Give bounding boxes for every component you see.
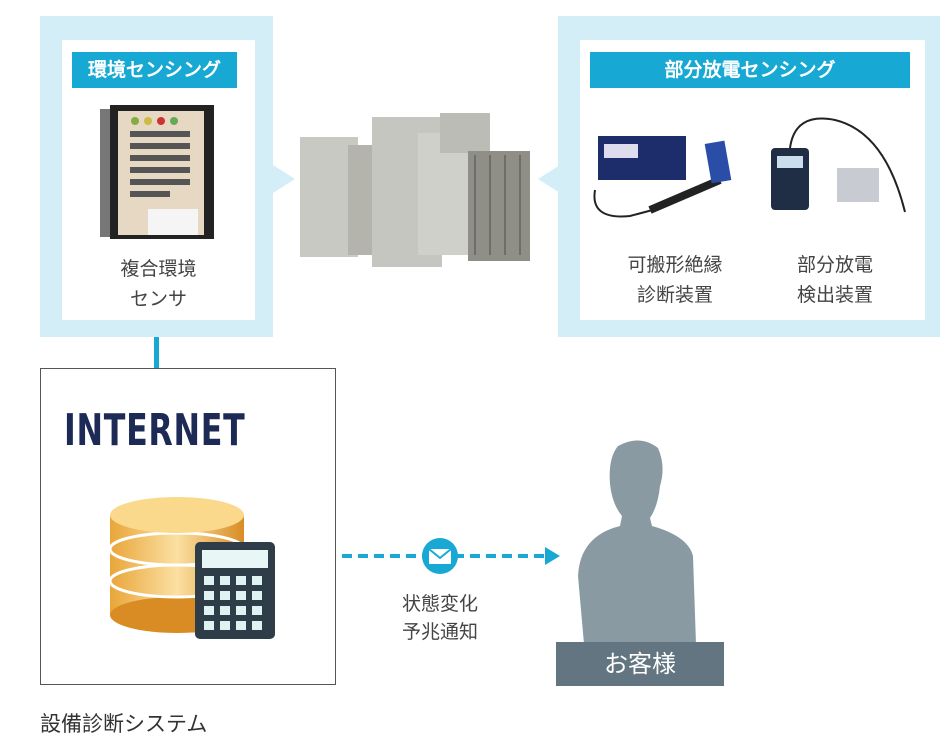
environment-sensor-label: 複合環境 センサ bbox=[62, 254, 255, 314]
label-line1: 部分放電 bbox=[796, 254, 873, 276]
label-line2: 予兆通知 bbox=[401, 621, 478, 643]
label-line1: 複合環境 bbox=[120, 258, 197, 280]
system-label: 設備診断システム bbox=[40, 712, 208, 736]
internet-box bbox=[40, 368, 336, 685]
transformer-image bbox=[300, 113, 530, 267]
insulation-diagnosis-device-image bbox=[593, 136, 732, 218]
partial-discharge-title: 部分放電センシング bbox=[590, 52, 910, 88]
environment-sensor-image bbox=[100, 105, 214, 239]
customer-silhouette-icon bbox=[578, 440, 696, 644]
customer-label: お客様 bbox=[556, 642, 724, 686]
arrow-to-transformer-right bbox=[538, 165, 560, 193]
label-line1: 状態変化 bbox=[401, 593, 478, 615]
arrow-to-transformer-left bbox=[273, 165, 295, 193]
label-line2: 診断装置 bbox=[636, 284, 713, 306]
insulation-diagnosis-device-label: 可搬形絶縁 診断装置 bbox=[600, 250, 750, 310]
notification-arrow bbox=[342, 538, 560, 574]
partial-discharge-detector-label: 部分放電 検出装置 bbox=[765, 250, 905, 310]
partial-discharge-detector-image bbox=[771, 117, 906, 213]
label-line1: 可搬形絶縁 bbox=[627, 254, 723, 276]
environment-sensing-title: 環境センシング bbox=[72, 52, 237, 88]
label-line2: 検出装置 bbox=[796, 284, 873, 306]
label-line2: センサ bbox=[129, 288, 187, 310]
notification-label: 状態変化 予兆通知 bbox=[380, 590, 500, 646]
connector-line bbox=[154, 337, 159, 368]
internet-title: INTERNET bbox=[64, 405, 246, 456]
calculator-icon bbox=[195, 542, 275, 639]
